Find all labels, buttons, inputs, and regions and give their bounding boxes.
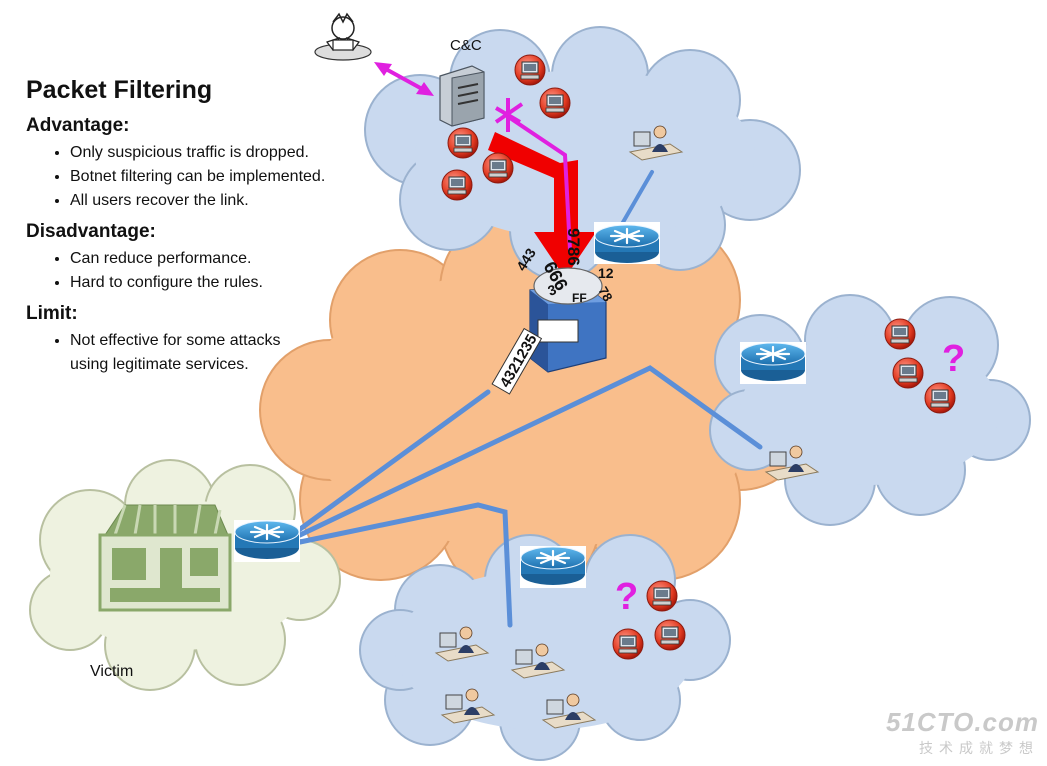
watermark-logo: 51CTO.com: [885, 707, 1039, 737]
cnc-label: C&C: [450, 37, 482, 54]
link-filter-to-victim: [289, 389, 491, 538]
filter-number-9786: 9786: [564, 228, 583, 266]
list-item: Botnet filtering can be implemented.: [70, 165, 386, 189]
link-right-cloud-to-victim: [297, 365, 763, 538]
list-item: Can reduce performance.: [70, 247, 386, 271]
packet-filter-device: [529, 267, 607, 373]
unknown-mark-bottom: ?: [615, 576, 639, 618]
filter-number-12: 12: [598, 265, 614, 281]
disadvantage-heading: Disadvantage:: [26, 221, 156, 242]
limit-list: Not effective for some attacks using leg…: [26, 329, 386, 377]
attack-traffic-arrow: [488, 116, 596, 278]
list-item: Only suspicious traffic is dropped.: [70, 141, 386, 165]
network-links: [289, 170, 763, 628]
victim-shop-icon: [98, 504, 232, 612]
list-item: Hard to configure the rules.: [70, 271, 386, 295]
watermark: 51CTO.com 技术成就梦想: [886, 707, 1039, 758]
router-icons: [233, 222, 807, 588]
disadvantage-list: Can reduce performance. Hard to configur…: [26, 247, 386, 295]
list-item: All users recover the link.: [70, 189, 386, 213]
link-bottom-cloud-to-victim: [297, 502, 513, 628]
advantage-heading: Advantage:: [26, 115, 130, 136]
advantage-list: Only suspicious traffic is dropped. Botn…: [26, 141, 386, 213]
watermark-slogan: 技术成就梦想: [919, 740, 1039, 756]
cnc-cloud: [364, 26, 801, 281]
filter-number-ff: FF: [572, 291, 587, 305]
internet-cloud: [259, 209, 811, 601]
victim-label: Victim: [90, 663, 134, 680]
filter-rule-numbers: 443 666 9786 3 12 FF 78: [513, 228, 616, 305]
info-panel: Packet Filtering Advantage: Only suspici…: [26, 76, 386, 385]
right-cloud: [709, 294, 1031, 526]
list-item: Not effective for some attacks using leg…: [70, 329, 290, 377]
filter-number-78: 78: [595, 284, 615, 304]
unknown-mark-right: ?: [942, 338, 966, 380]
cnc-control-arrows: [374, 62, 524, 132]
page-title: Packet Filtering: [26, 76, 213, 104]
attacker-icon: [314, 12, 372, 61]
cnc-server-icon: [439, 65, 485, 127]
limit-heading: Limit:: [26, 303, 78, 324]
